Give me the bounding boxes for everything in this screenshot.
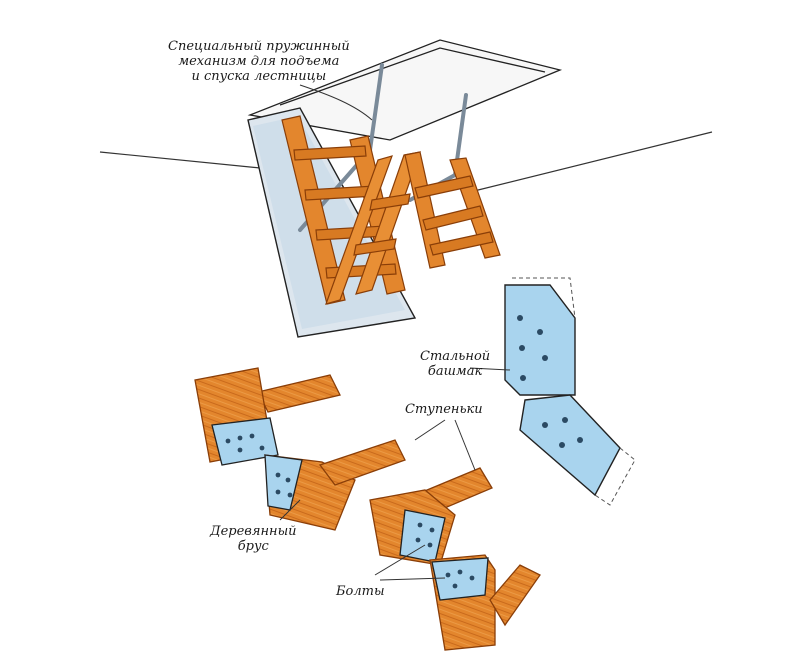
joint-right-bolts	[415, 522, 475, 589]
steps-label-text: Ступеньки	[405, 402, 483, 417]
wooden-beam-label-line-1: Деревянный	[210, 524, 297, 539]
joint-left	[194, 367, 406, 531]
wooden-beam-label: Деревянный брус	[210, 524, 297, 555]
steel-shoe-label-line-2: башмак	[427, 363, 483, 379]
ladder-section-right	[404, 151, 501, 269]
steps-leader-1	[414, 419, 446, 441]
bolts-leader-1	[374, 544, 426, 576]
steel-shoe-detail	[504, 277, 636, 506]
mechanism-pointer	[299, 84, 373, 121]
steps-label: Ступеньки	[405, 402, 483, 418]
mechanism-label-line-2: механизм для подъема	[178, 53, 340, 69]
mechanism-label: Специальный пружинный механизм для подъе…	[168, 39, 350, 85]
steps-leader-2	[454, 419, 476, 471]
steel-shoe-label: Стальной башмак	[420, 349, 491, 380]
bolts-leader-2	[379, 577, 446, 581]
bolts-label-text: Болты	[336, 584, 385, 599]
joint-left-bolts	[225, 433, 293, 498]
steel-shoe-leader	[469, 367, 511, 371]
joint-right	[369, 467, 541, 651]
mechanism-label-line-1: Специальный пружинный	[168, 39, 350, 54]
wooden-beam-label-line-2: брус	[237, 538, 269, 554]
steel-shoe-label-line-1: Стальной	[420, 349, 491, 364]
ladder-section-middle	[325, 151, 421, 305]
mechanism-label-line-3: и спуска лестницы	[191, 68, 327, 84]
beam-leader	[279, 499, 301, 521]
hatch-frame	[247, 39, 563, 141]
shoe-bolt-holes	[517, 315, 583, 448]
bolts-label: Болты	[336, 584, 385, 600]
leader-lines	[279, 367, 511, 581]
